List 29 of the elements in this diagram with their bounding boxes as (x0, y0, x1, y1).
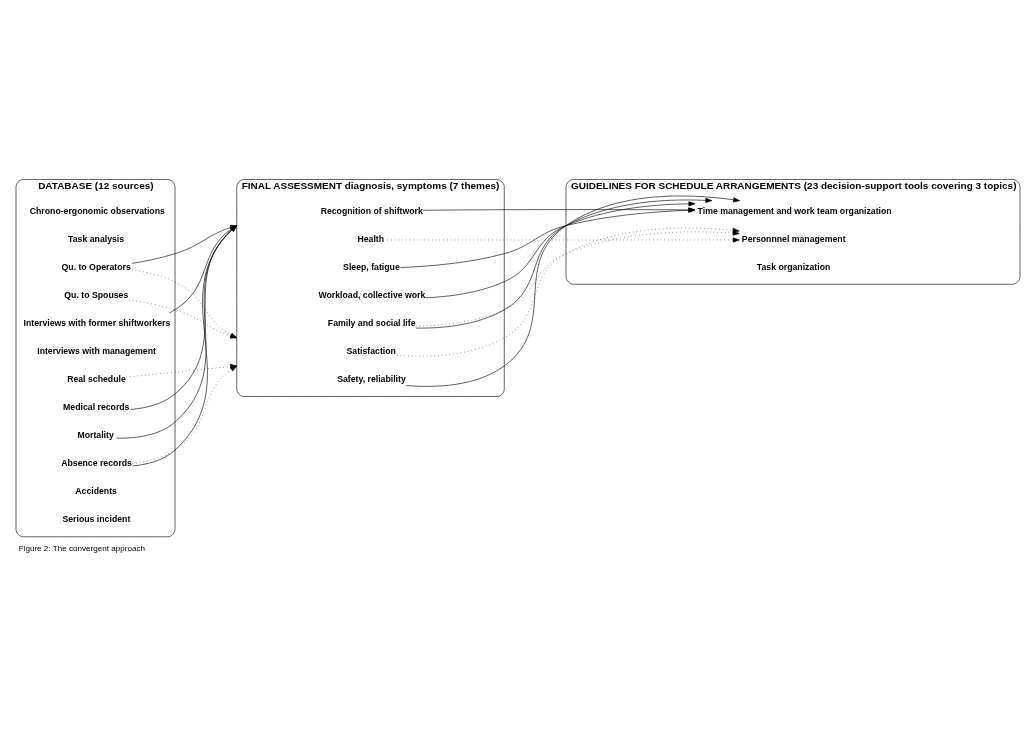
node-text: Medical records (63, 401, 130, 412)
node-text: Interviews with management (37, 345, 156, 356)
node-text: Workload, collective work (318, 289, 426, 300)
node-text: Task organization (756, 261, 831, 272)
node-text: Safety, reliability (337, 373, 406, 384)
arrow (396, 227, 740, 356)
node-text: Mortality (77, 429, 114, 440)
node-text: Sleep, fatigue (343, 261, 400, 272)
node-text: Qu. to Spouses (64, 289, 129, 300)
node-text: Satisfaction (346, 345, 396, 356)
node-text: Personnnel management (741, 233, 846, 244)
arrow (131, 269, 238, 338)
node-text: Accidents (75, 485, 117, 496)
node-text: Family and social life (327, 317, 416, 328)
node-text: Absence records (61, 457, 132, 468)
node-text: Task analysis (68, 233, 125, 244)
node-text: Serious incident (62, 513, 131, 524)
arrow (415, 230, 740, 326)
node-text: Time management and work team organization (697, 205, 892, 216)
node-text: Qu. to Operators (61, 261, 131, 272)
node-text: Recognition of shiftwork (320, 205, 423, 216)
node-text: Chrono-ergonomic observations (29, 205, 165, 216)
node-text: Real schedule (67, 373, 126, 384)
node-text: Interviews with former shiftworkers (23, 317, 171, 328)
node-text: Health (357, 233, 385, 244)
arrow (128, 299, 238, 338)
arrow (415, 197, 713, 328)
arrow (387, 237, 740, 242)
arrow (406, 195, 741, 387)
